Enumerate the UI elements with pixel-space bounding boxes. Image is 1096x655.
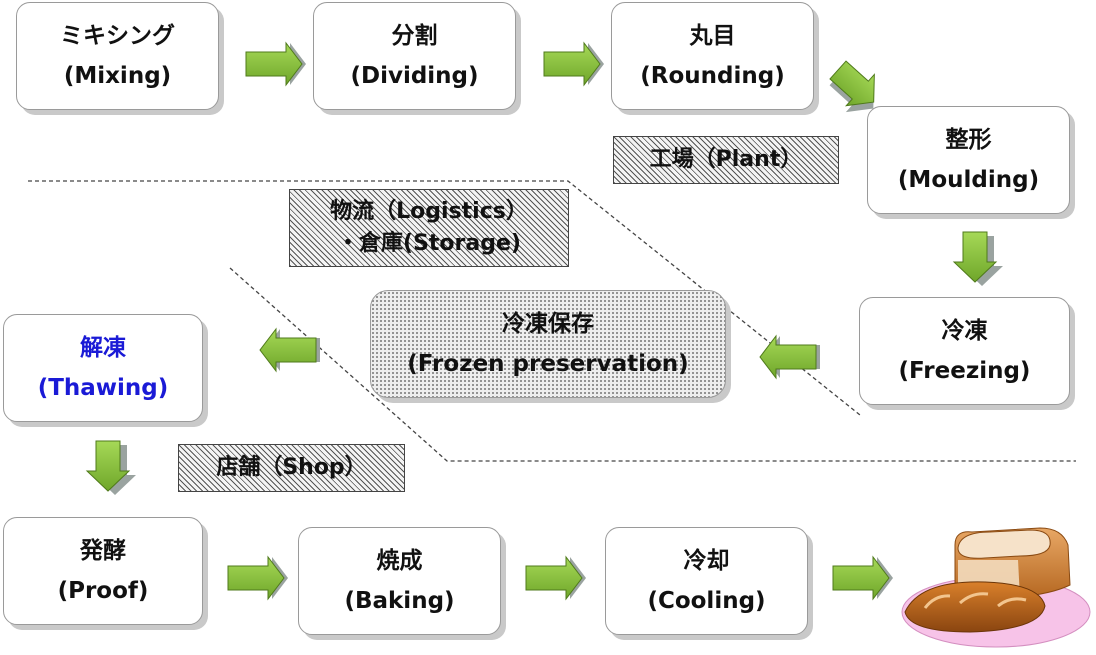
- step-baking-en: (Baking): [344, 588, 455, 614]
- zone-logistics-text-1: 物流（Logistics）: [330, 199, 528, 224]
- step-mixing-en: (Mixing): [63, 63, 172, 89]
- step-baking: 焼成 (Baking): [298, 527, 501, 635]
- bread-icon: [901, 527, 1091, 648]
- arrow-baking-to-cooling-icon: [525, 555, 586, 601]
- zone-divider-top: [28, 180, 861, 416]
- step-freezing-jp: 冷凍: [941, 318, 988, 344]
- zone-divider-bottom: [229, 267, 1076, 462]
- step-proof-en: (Proof): [57, 578, 149, 604]
- step-moulding-en: (Moulding): [897, 167, 1040, 193]
- step-freezing-en: (Freezing): [898, 358, 1031, 384]
- arrow-proof-to-baking-icon: [227, 555, 288, 601]
- step-baking-jp: 焼成: [376, 548, 423, 574]
- arrow-freezing-to-frozen-preservation-icon: [759, 334, 820, 380]
- step-thawing: 解凍 (Thawing): [3, 314, 203, 422]
- arrow-mixing-to-dividing-icon: [245, 41, 306, 87]
- arrow-frozen-preservation-to-thawing-icon: [259, 327, 320, 373]
- arrow-rounding-to-moulding-icon: [829, 60, 875, 113]
- step-dividing-jp: 分割: [391, 23, 438, 49]
- step-dividing: 分割 (Dividing): [313, 2, 516, 110]
- step-cooling: 冷却 (Cooling): [605, 527, 808, 635]
- step-thawing-en: (Thawing): [37, 375, 169, 401]
- step-dividing-en: (Dividing): [350, 63, 479, 89]
- arrow-dividing-to-rounding-icon: [543, 41, 604, 87]
- step-moulding-jp: 整形: [945, 127, 992, 153]
- zone-label-shop: 店舗（Shop）: [178, 444, 405, 492]
- step-freezing: 冷凍 (Freezing): [859, 297, 1070, 405]
- step-proof: 発酵 (Proof): [3, 517, 203, 625]
- step-proof-jp: 発酵: [80, 538, 126, 564]
- zone-label-logistics: 物流（Logistics） ・倉庫(Storage): [289, 189, 569, 267]
- zone-shop-text: 店舗（Shop）: [216, 455, 367, 480]
- step-moulding: 整形 (Moulding): [867, 106, 1070, 214]
- arrow-cooling-to-bread-icon: [832, 555, 893, 601]
- arrow-moulding-to-freezing-icon: [952, 231, 1003, 286]
- step-frozen-preservation-en: (Frozen preservation): [407, 351, 689, 377]
- step-frozen-preservation-jp: 冷凍保存: [502, 311, 594, 337]
- step-cooling-en: (Cooling): [647, 588, 766, 614]
- zone-plant-text: 工場（Plant）: [649, 147, 803, 172]
- step-cooling-jp: 冷却: [683, 548, 730, 574]
- zone-logistics-text-2: ・倉庫(Storage): [337, 231, 521, 256]
- step-frozen-preservation: 冷凍保存 (Frozen preservation): [370, 290, 726, 398]
- zone-label-plant: 工場（Plant）: [613, 136, 839, 184]
- step-rounding: 丸目 (Rounding): [611, 2, 814, 110]
- step-rounding-jp: 丸目: [689, 23, 736, 49]
- step-thawing-jp: 解凍: [80, 335, 126, 361]
- step-rounding-en: (Rounding): [640, 63, 785, 89]
- step-mixing: ミキシング (Mixing): [16, 2, 219, 110]
- step-mixing-jp: ミキシング: [60, 23, 175, 49]
- arrow-thawing-to-proof-icon: [85, 440, 136, 495]
